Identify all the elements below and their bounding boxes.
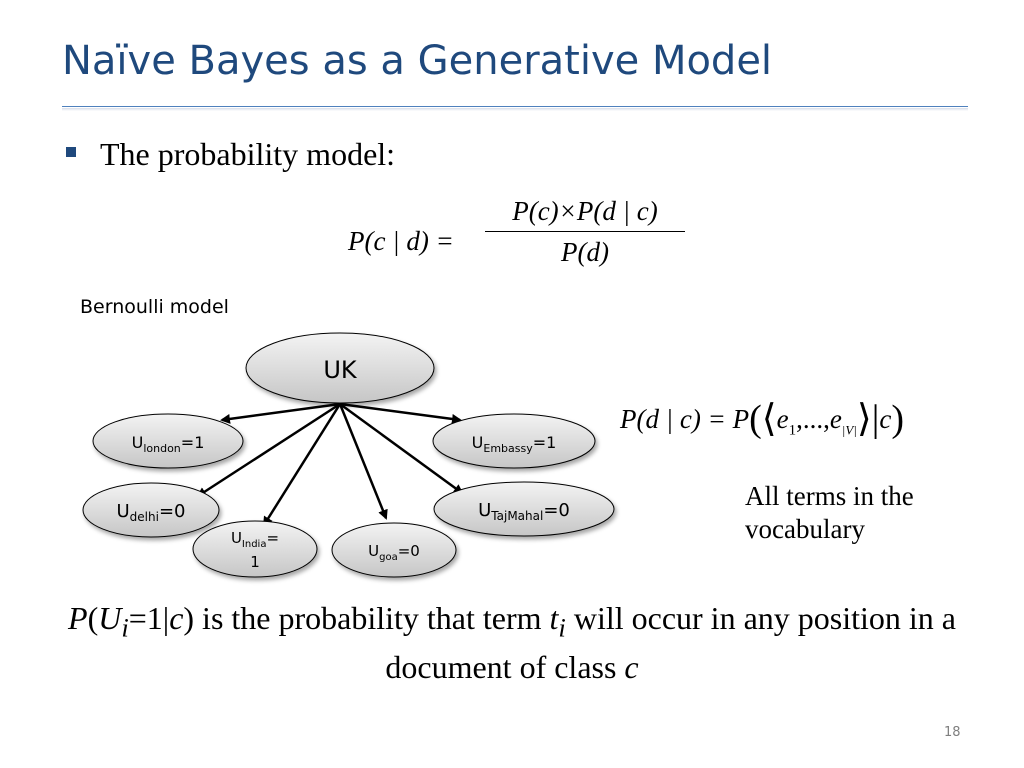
title-rule xyxy=(62,106,968,107)
bayes-denominator: P(d) xyxy=(561,237,609,267)
conclusion-text: P(Ui=1|c) is the probability that term t… xyxy=(68,600,956,686)
term-node-embassy: UEmbassy=1 xyxy=(432,413,596,469)
svg-text:UEmbassy=1: UEmbassy=1 xyxy=(472,433,557,455)
square-bullet-icon xyxy=(66,147,76,157)
term-node-india: UIndia= 1 xyxy=(192,520,318,578)
model-caption: Bernoulli model xyxy=(80,296,229,318)
svg-text:Ugoa=0: Ugoa=0 xyxy=(368,542,420,563)
root-node: UK xyxy=(245,332,435,404)
likelihood-equation: P(d | c) = P(⟨e1,...,e|V|⟩|c) xyxy=(620,398,904,440)
term-node-tajmahal: UTajMahal=0 xyxy=(433,481,615,537)
fraction-bar xyxy=(485,231,685,232)
svg-text:UIndia=: UIndia= xyxy=(231,529,279,550)
edge xyxy=(196,402,341,498)
edge xyxy=(339,402,464,495)
page-number: 18 xyxy=(944,725,961,740)
svg-text:Ulondon=1: Ulondon=1 xyxy=(132,433,205,455)
term-node-delhi: Udelhi=0 xyxy=(82,482,220,538)
slide-title: Naïve Bayes as a Generative Model xyxy=(62,38,773,84)
term-node-london: Ulondon=1 xyxy=(92,413,244,469)
bullet-text: The probability model: xyxy=(100,136,396,172)
edge xyxy=(339,402,462,424)
bayes-lhs: P(c | d) = xyxy=(348,226,454,256)
svg-text:UTajMahal=0: UTajMahal=0 xyxy=(478,500,570,523)
title-rule-shadow xyxy=(62,108,968,111)
edge xyxy=(338,403,388,520)
svg-text:1: 1 xyxy=(250,553,260,571)
term-node-goa: Ugoa=0 xyxy=(331,522,457,578)
edge xyxy=(220,402,341,424)
bayes-numerator: P(c)×P(d | c) xyxy=(512,196,658,226)
svg-text:Udelhi=0: Udelhi=0 xyxy=(116,501,185,524)
bayes-fraction: P(c)×P(d | c) P(d) xyxy=(485,196,685,268)
edge xyxy=(262,403,342,527)
root-node-label: UK xyxy=(323,356,358,384)
vocabulary-note: All terms in the vocabulary xyxy=(745,481,914,544)
bullet-item: The probability model: xyxy=(66,136,395,173)
